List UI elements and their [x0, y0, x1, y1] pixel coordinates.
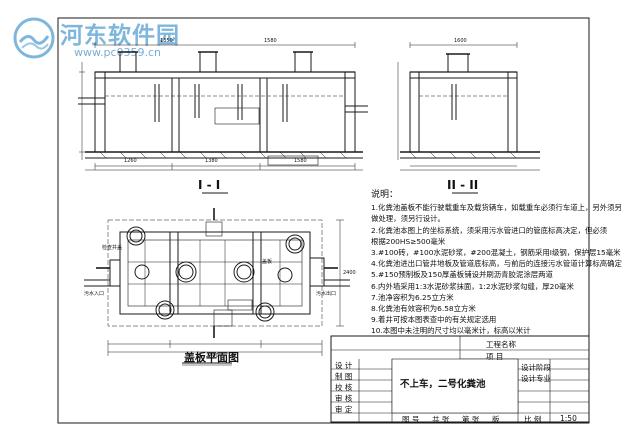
- s1-dim-1: 1260: [124, 158, 137, 164]
- watermark: 河东软件园 www.pc0359.cn: [12, 16, 232, 66]
- section-1-drawing: [78, 42, 368, 194]
- title-block-frame: [330, 335, 590, 423]
- project-label: 工程名称: [486, 340, 516, 349]
- sheets-label: 共 张: [432, 415, 450, 424]
- watermark-title: 河东软件园: [60, 23, 180, 49]
- watermark-url: www.pc0359.cn: [74, 46, 162, 59]
- sheet-border: [57, 17, 590, 424]
- label-pipe-in: 污水入口: [84, 291, 105, 297]
- note-line: 做处理，须另行设计。: [371, 214, 445, 224]
- label-manhole: 检查井盖: [102, 245, 123, 251]
- plan-dim-side: 2400: [343, 270, 356, 276]
- drawing-no-label: 图 号: [402, 415, 420, 424]
- section-2-drawing: [397, 42, 540, 194]
- role-design: 设 计: [335, 361, 353, 370]
- s2-dim: 1600: [454, 38, 467, 44]
- plan-dim-total: 2400: [206, 353, 219, 359]
- role-draw: 制 图: [335, 372, 353, 381]
- sheet-label: 第 张: [462, 415, 480, 424]
- s1-dim-4: 1350: [160, 38, 173, 44]
- item-label: 项 目: [486, 352, 504, 361]
- plan-title: 盖板平面图: [184, 351, 239, 364]
- note-line: 3.#100砖，#100水泥砂浆，#200混凝土，钢筋采用Ⅰ级钢，保护层15毫米: [371, 248, 621, 258]
- s1-dim-2: 1380: [205, 158, 218, 164]
- notes-title: 说明：: [371, 190, 399, 200]
- note-line: 根据200HS≥500毫米: [371, 236, 446, 246]
- version-label: 版: [492, 415, 500, 424]
- note-line: 8.化粪池有效容积为6.58立方米: [371, 304, 476, 314]
- s1-dim-5: 1580: [264, 38, 277, 44]
- notes-block: 说明： 1.化粪池盖板不能行驶载重车及载货辆车，如载重车必须行车道上，另外须另 …: [371, 190, 622, 337]
- label-pipe-out: 污水出口: [316, 291, 337, 297]
- role-approve: 审 定: [335, 405, 353, 414]
- scale-value: 1:50: [560, 414, 577, 423]
- note-line: 2.化粪池本图上的坐标系统，须采用污水管进口的管底标高决定，但必须: [371, 225, 608, 235]
- label-cover: 盖板: [262, 259, 273, 265]
- river-logo-icon: [13, 17, 55, 59]
- section-1-label: I - I: [198, 178, 221, 192]
- role-check: 校 核: [335, 383, 353, 392]
- note-line: 1.化粪池盖板不能行驶载重车及载货辆车，如载重车必须行车道上，另外须另: [371, 203, 622, 213]
- plan-view-drawing: [84, 208, 350, 366]
- note-line: 6.内外墙采用1:3水泥砂浆抹面，1:2水泥砂浆勾缝，厚20毫米: [371, 281, 574, 291]
- drawing-title: 不上车，二号化粪池: [400, 379, 486, 390]
- note-line: 7.池净容积为6.25立方米: [371, 292, 454, 302]
- scale-label: 比 例: [524, 415, 542, 424]
- design-stage-label: 设计阶段: [521, 363, 551, 372]
- note-line: 10.本图中未注明的尺寸均以毫米计，标高以米计: [371, 326, 531, 336]
- role-review: 审 核: [335, 394, 353, 403]
- s1-dim-3: 1580: [294, 158, 307, 164]
- note-line: 5.#150预制板及150厚盖板铺设并刷沥青胶泥涂层两道: [371, 270, 553, 280]
- design-discipline-label: 设计专业: [521, 374, 551, 383]
- section-2-label: II - II: [447, 178, 479, 192]
- note-line: 4.化粪池进出口管井地板及管道底标高，与前后的连接污水管道计算标高确定: [371, 259, 622, 269]
- note-line: 9.着井可按本图表查中的有关规定选用: [371, 315, 497, 325]
